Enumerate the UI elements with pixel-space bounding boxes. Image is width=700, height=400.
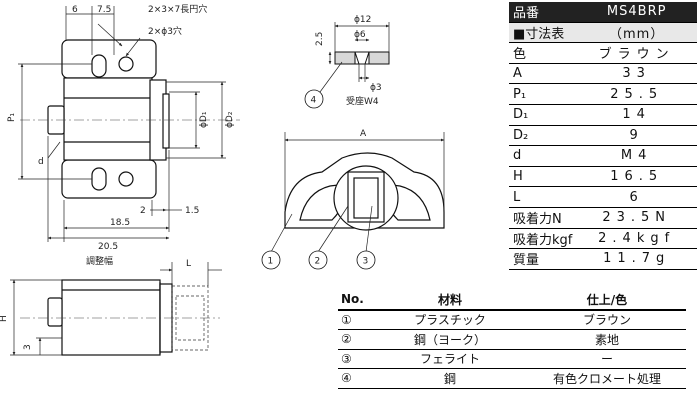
header-finish: 仕上/色: [528, 290, 686, 311]
seat-w4: [334, 51, 390, 65]
round-hole-bottom: [118, 171, 134, 187]
spec-value: 6: [576, 186, 697, 208]
spec-value: 14: [576, 104, 697, 126]
material-finish: 有色クロメート処理: [528, 368, 686, 389]
seat-dim-2-5: 2.5: [315, 32, 325, 46]
spec-key: d: [509, 145, 577, 167]
dim-d: d: [38, 157, 44, 167]
table-row: 色ブラウン: [509, 42, 697, 64]
spec-key: 吸着力N: [509, 207, 577, 229]
dim-7-5: 7.5: [97, 5, 111, 15]
spec-value: 2.4kgf: [576, 228, 697, 250]
dim-p1: P₁: [7, 113, 17, 122]
spec-key: L: [509, 186, 577, 208]
material-name: 鋼（ヨーク）: [372, 329, 528, 350]
spec-value: ブラウン: [576, 42, 697, 64]
part-number-value: MS4BRP: [576, 2, 697, 23]
seat-dim-3: ϕ3: [370, 83, 382, 93]
spec-key: 吸着力kgf: [509, 228, 577, 250]
table-row: ③ フェライト ー: [338, 349, 686, 369]
slot-hole-top: [91, 54, 107, 78]
spec-value: 9: [576, 125, 697, 147]
materials-header-row: No. 材料 仕上/色: [338, 290, 686, 311]
table-unit: （mm）: [576, 22, 697, 44]
table-title: ■寸法表: [509, 22, 577, 44]
round-hole-top: [118, 56, 134, 72]
spec-value: 33: [576, 63, 697, 85]
callout-2: 2: [315, 257, 321, 267]
header-no: No.: [338, 290, 372, 311]
spec-key: H: [509, 166, 577, 188]
dim-6: 6: [72, 5, 78, 15]
slot-hole-label: 2×3×7長円穴: [148, 3, 207, 15]
spec-key: P₁: [509, 83, 577, 105]
adjust-width-label: 調整幅: [86, 255, 113, 267]
material-no: ②: [338, 329, 372, 350]
dim-1-5: 1.5: [185, 206, 199, 216]
material-finish: 素地: [528, 329, 686, 350]
spec-key: D₁: [509, 104, 577, 126]
material-name: 鋼: [372, 368, 528, 389]
spec-key: D₂: [509, 125, 577, 147]
dim-d2: ϕD₂: [225, 111, 235, 128]
spec-key: 色: [509, 42, 577, 64]
material-no: ③: [338, 349, 372, 369]
callout-3: 3: [363, 257, 369, 267]
part-number-key: 品番: [509, 2, 577, 23]
table-row: ① プラスチック ブラウン: [338, 309, 686, 330]
dim-3: 3: [23, 344, 33, 350]
dim-18-5: 18.5: [110, 218, 130, 228]
table-row: ④ 鋼 有色クロメート処理: [338, 368, 686, 389]
material-name: フェライト: [372, 349, 528, 369]
spec-key: A: [509, 63, 577, 85]
spec-value: M4: [576, 145, 697, 167]
part-number-row: 品番 MS4BRP: [509, 2, 697, 23]
table-row: ② 鋼（ヨーク） 素地: [338, 329, 686, 350]
seat-label: 受座W4: [346, 95, 379, 107]
seat-dim-12: ϕ12: [354, 15, 371, 25]
table-title-row: ■寸法表 （mm）: [509, 22, 697, 44]
dim-20-5: 20.5: [98, 242, 118, 252]
callout-4: 4: [311, 96, 317, 106]
material-finish: ー: [528, 349, 686, 369]
dim-d1: ϕD₁: [199, 111, 209, 128]
dim-l: L: [186, 259, 191, 269]
seat-dim-6: ϕ6: [354, 30, 366, 40]
side-view: [47, 279, 173, 356]
front-view: [47, 39, 170, 199]
spec-value: 16.5: [576, 166, 697, 188]
spec-value: 11.7g: [576, 248, 697, 270]
material-finish: ブラウン: [528, 309, 686, 330]
material-no: ①: [338, 309, 372, 330]
spec-value: 25.5: [576, 83, 697, 105]
top-view: [284, 152, 445, 231]
round-hole-label: 2×ϕ3穴: [148, 25, 182, 37]
spec-key: 質量: [509, 248, 577, 270]
material-no: ④: [338, 368, 372, 389]
material-name: プラスチック: [372, 309, 528, 330]
spec-value: 23.5N: [576, 207, 697, 229]
dim-h: H: [0, 315, 9, 322]
dim-2: 2: [140, 206, 146, 216]
header-material: 材料: [372, 290, 528, 311]
materials-table: No. 材料 仕上/色 ① プラスチック ブラウン ② 鋼（ヨーク） 素地 ③ …: [338, 290, 686, 389]
technical-drawing: 6 7.5 2×3×7長円穴 2×ϕ3穴 P₁ d ϕD₁ ϕD₂ 2 1.5 …: [0, 3, 445, 356]
dim-a: A: [360, 129, 367, 139]
callout-1: 1: [268, 257, 274, 267]
